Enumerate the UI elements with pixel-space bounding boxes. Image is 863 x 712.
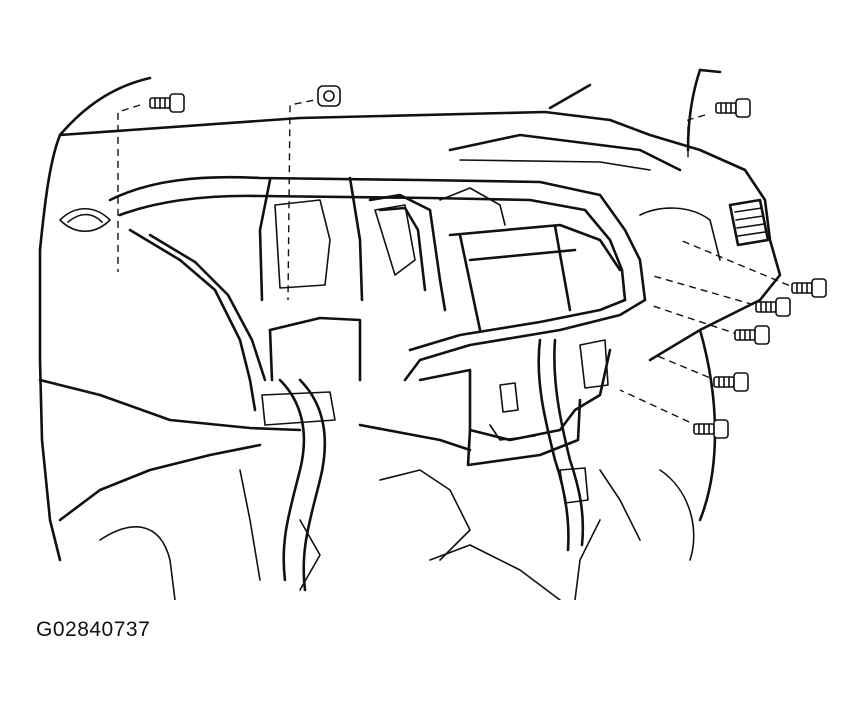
reinforcement-beam — [108, 175, 647, 412]
leader-lines — [117, 97, 801, 428]
wire-harness — [261, 338, 589, 592]
figure-code: G02840737 — [36, 618, 151, 641]
bolt-icon — [149, 93, 185, 113]
nut-icon — [317, 85, 341, 107]
center-brace — [268, 316, 612, 467]
bolt-icon — [713, 372, 749, 392]
dashboard-reinforcement-diagram — [38, 68, 827, 600]
bolt-icon — [755, 297, 791, 317]
dash-lower-trim — [38, 378, 695, 600]
bolt-icon — [715, 98, 751, 118]
bolt-icon — [734, 325, 770, 345]
bolt-icon — [693, 419, 729, 439]
windshield-outline — [58, 68, 722, 152]
bolt-icon — [791, 278, 827, 298]
